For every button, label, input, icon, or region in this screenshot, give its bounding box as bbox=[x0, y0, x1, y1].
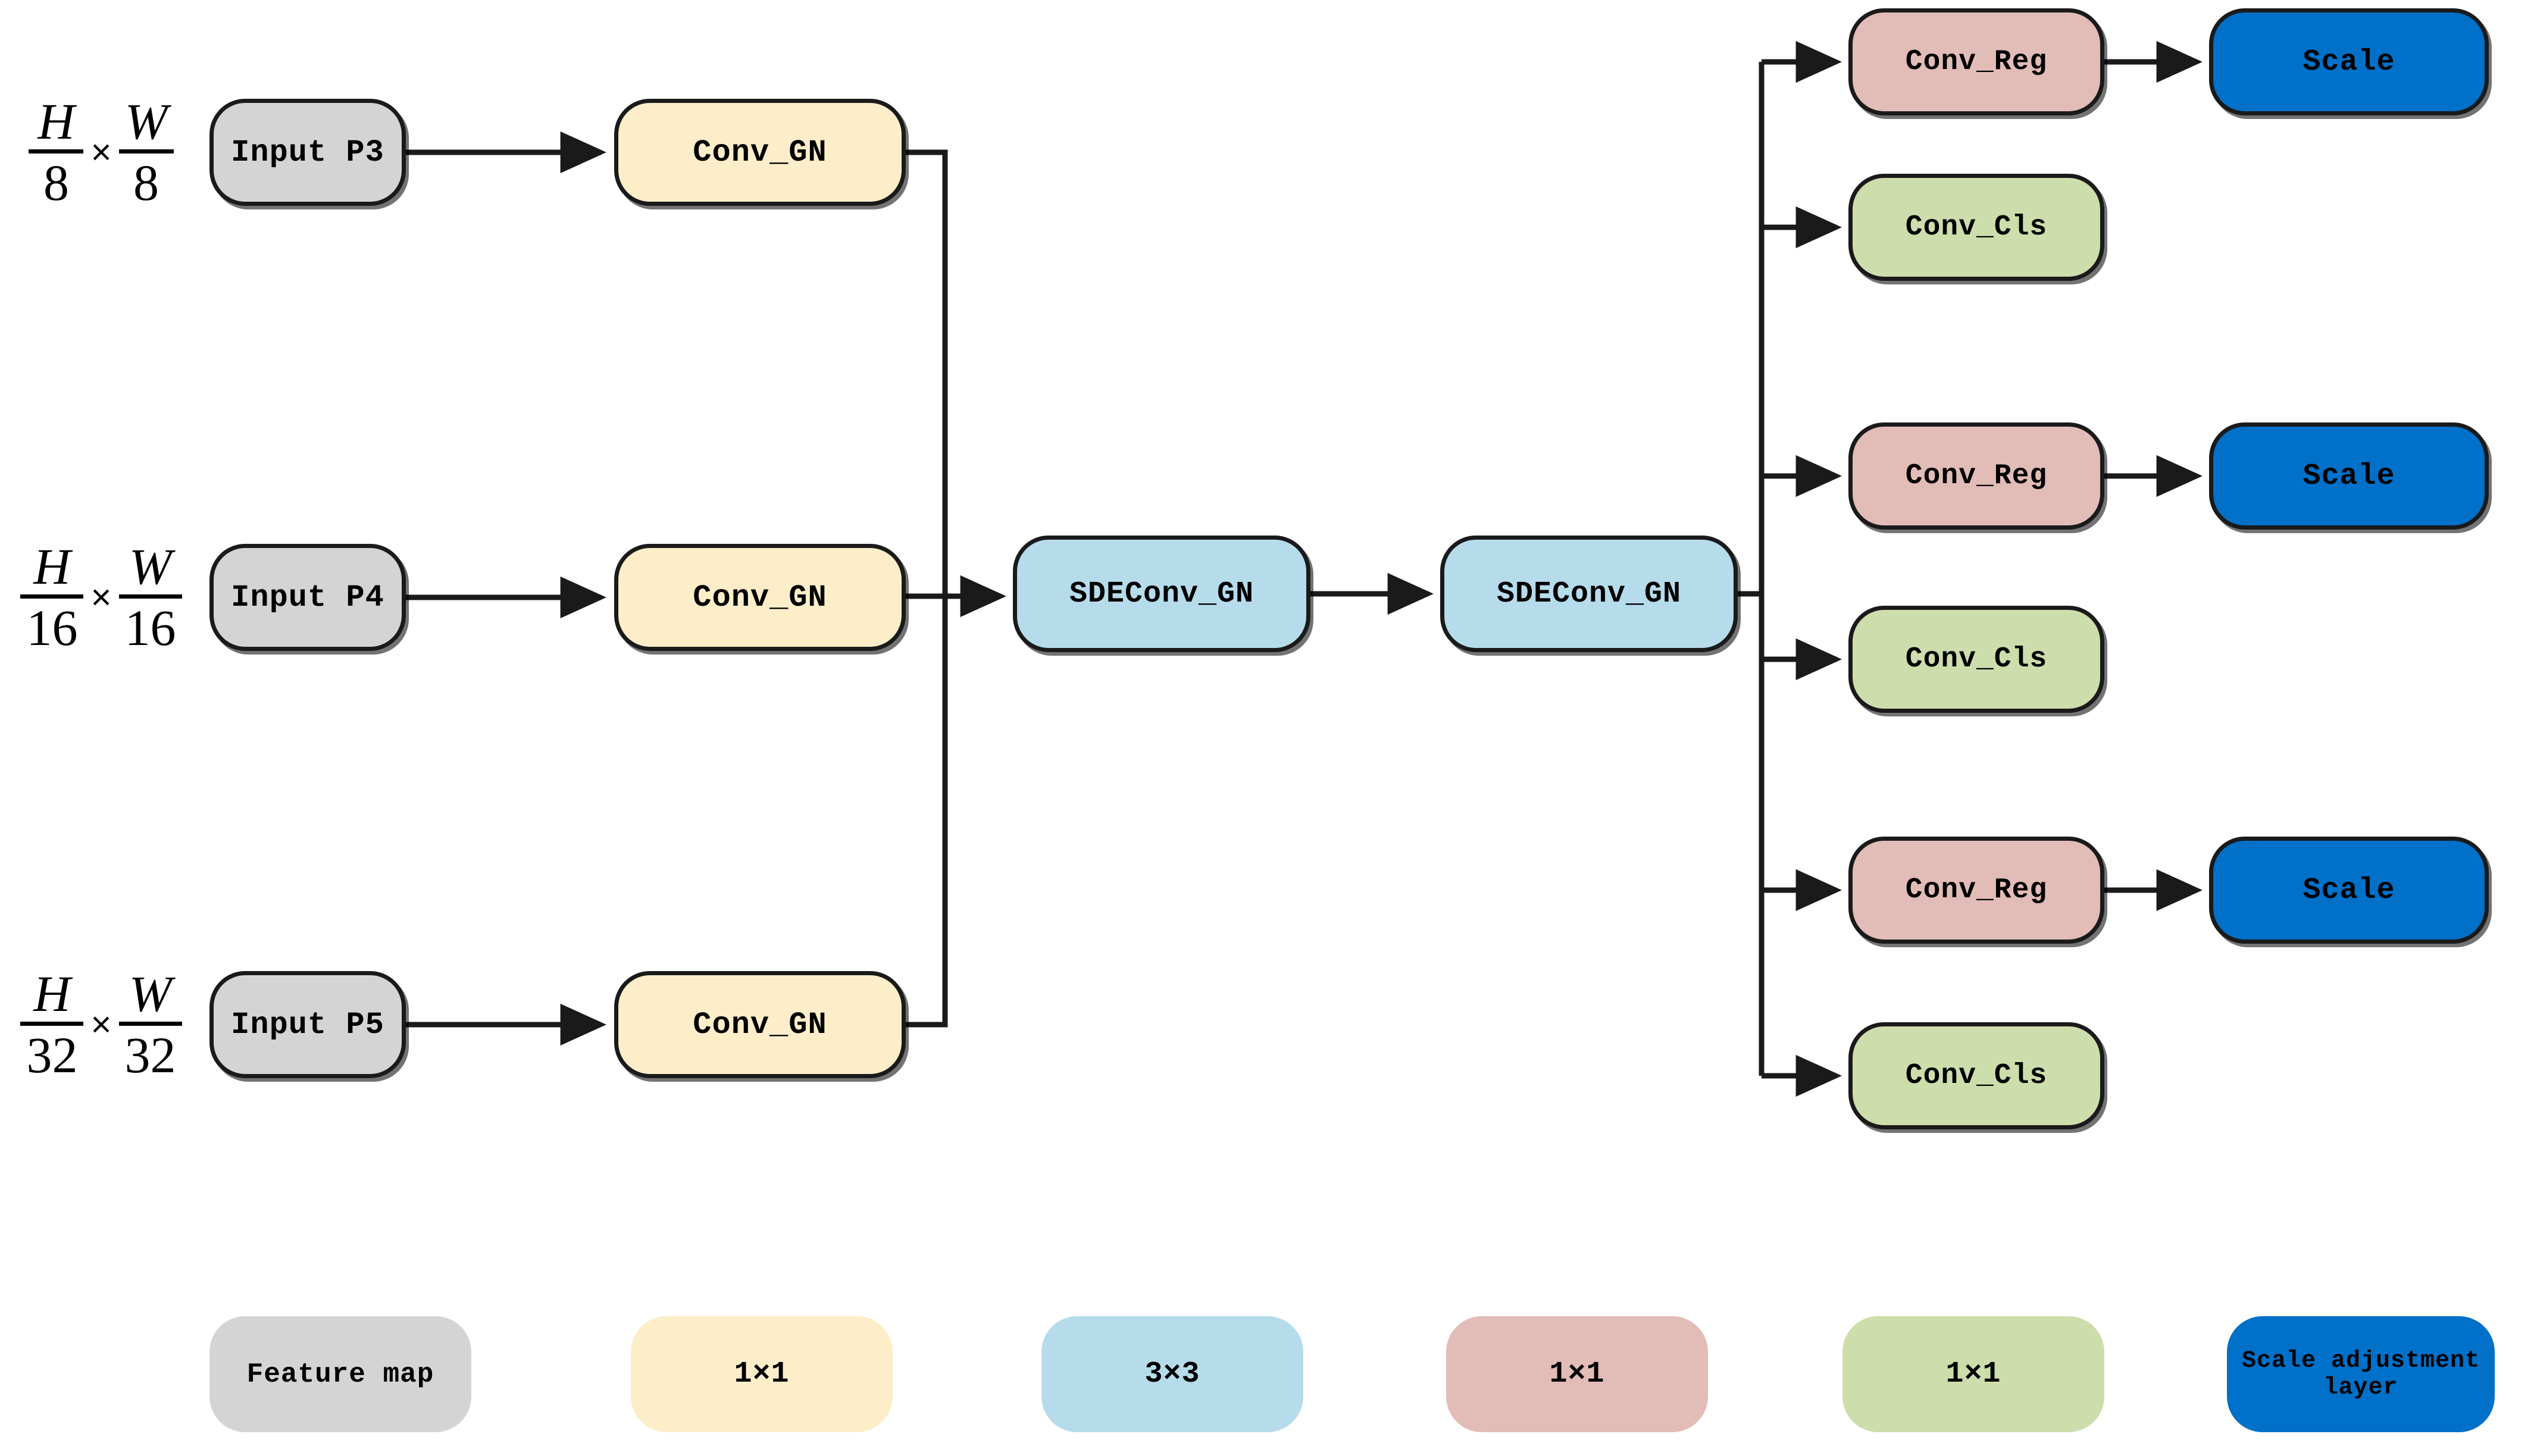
node-conv-cls-2[interactable]: Conv_Cls bbox=[1848, 606, 2104, 713]
legend-item-conv-cls: 1×1 bbox=[1842, 1316, 2104, 1432]
legend-item-sdeconv: 3×3 bbox=[1041, 1316, 1303, 1432]
node-input-p4[interactable]: Input P4 bbox=[209, 544, 406, 651]
fraction-bar bbox=[20, 594, 84, 599]
fraction-bar bbox=[118, 1021, 182, 1026]
fraction-w-over-32: W 32 bbox=[118, 968, 182, 1081]
fraction-h-over-32: H 32 bbox=[20, 968, 84, 1081]
resolution-label-p4: H 16 × W 16 bbox=[0, 534, 202, 659]
fraction-bar bbox=[20, 1021, 84, 1026]
times-symbol: × bbox=[90, 1004, 112, 1044]
node-scale-2[interactable]: Scale bbox=[2209, 422, 2489, 530]
legend-item-feature-map: Feature map bbox=[209, 1316, 471, 1432]
resolution-label-p3: H 8 × W 8 bbox=[6, 89, 196, 214]
node-sdeconv-gn-2[interactable]: SDEConv_GN bbox=[1440, 536, 1738, 652]
fraction-h-over-16: H 16 bbox=[20, 541, 84, 653]
node-input-p5[interactable]: Input P5 bbox=[209, 971, 406, 1078]
node-scale-3[interactable]: Scale bbox=[2209, 837, 2489, 944]
fraction-bar bbox=[29, 149, 84, 154]
legend-item-scale-adjustment: Scale adjustment layer bbox=[2227, 1316, 2495, 1432]
node-conv-cls-3[interactable]: Conv_Cls bbox=[1848, 1022, 2104, 1129]
times-symbol: × bbox=[90, 131, 112, 172]
node-sdeconv-gn-1[interactable]: SDEConv_GN bbox=[1013, 536, 1310, 652]
fraction-bar bbox=[118, 594, 182, 599]
times-symbol: × bbox=[90, 577, 112, 617]
node-input-p3[interactable]: Input P3 bbox=[209, 99, 406, 206]
fraction-bar bbox=[118, 149, 174, 154]
node-conv-gn-p5[interactable]: Conv_GN bbox=[614, 971, 906, 1078]
fraction-w-over-16: W 16 bbox=[118, 541, 182, 653]
node-conv-reg-1[interactable]: Conv_Reg bbox=[1848, 8, 2104, 115]
fraction-h-over-8: H 8 bbox=[29, 96, 84, 208]
node-conv-reg-2[interactable]: Conv_Reg bbox=[1848, 422, 2104, 530]
node-conv-gn-p3[interactable]: Conv_GN bbox=[614, 99, 906, 206]
node-scale-1[interactable]: Scale bbox=[2209, 8, 2489, 115]
legend-item-conv-reg: 1×1 bbox=[1446, 1316, 1708, 1432]
resolution-label-p5: H 32 × W 32 bbox=[0, 962, 202, 1086]
node-conv-cls-1[interactable]: Conv_Cls bbox=[1848, 174, 2104, 281]
fraction-w-over-8: W 8 bbox=[118, 96, 174, 208]
node-conv-reg-3[interactable]: Conv_Reg bbox=[1848, 837, 2104, 944]
node-conv-gn-p4[interactable]: Conv_GN bbox=[614, 544, 906, 651]
legend-item-conv-gn: 1×1 bbox=[631, 1316, 893, 1432]
